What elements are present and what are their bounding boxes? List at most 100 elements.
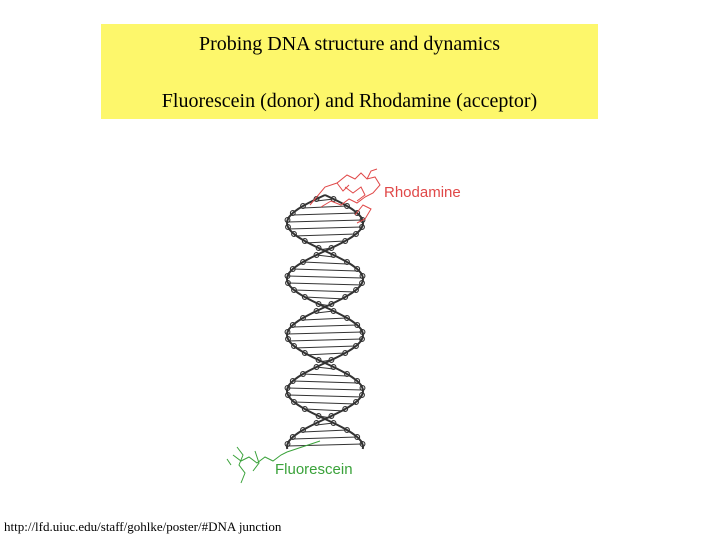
backbone-atom <box>285 336 291 342</box>
base-pair <box>287 394 363 398</box>
base-pair <box>287 387 363 391</box>
backbone-atom <box>284 329 291 335</box>
backbone-atom <box>354 266 361 272</box>
base-pair <box>304 296 346 300</box>
backbone-atom <box>315 245 322 251</box>
backbone-atom <box>289 210 296 216</box>
backbone-atom <box>289 322 296 328</box>
base-pair <box>287 331 363 335</box>
backbone-atom <box>284 217 291 223</box>
backbone-atom <box>354 378 361 384</box>
backbone-atom <box>353 399 359 405</box>
backbone-atom <box>359 224 365 230</box>
base-pair <box>287 219 363 223</box>
backbone-atom <box>353 231 359 237</box>
backbone-atom <box>313 308 320 314</box>
base-pair <box>302 317 348 321</box>
backbone-atom <box>354 322 361 328</box>
base-pair <box>287 275 363 279</box>
backbone-atom <box>285 224 291 230</box>
title-box: Probing DNA structure and dynamics Fluor… <box>101 24 598 119</box>
fluorescein-molecule <box>226 440 321 484</box>
backbone-atom <box>301 238 308 244</box>
dna-helix-diagram <box>226 168 381 484</box>
backbone-atom <box>301 406 308 412</box>
backbone-atom <box>344 203 350 209</box>
backbone-atom <box>289 378 296 384</box>
backbone-atom <box>315 413 322 419</box>
backbone-atom <box>291 399 297 405</box>
backbone-atom <box>330 196 337 202</box>
base-pair <box>302 373 348 377</box>
backbone-atom <box>344 259 350 265</box>
base-pair <box>293 345 357 349</box>
backbone-atom <box>300 203 306 209</box>
base-pair <box>302 261 348 265</box>
base-pair <box>304 352 346 356</box>
backbone-atom <box>313 420 320 426</box>
source-link[interactable]: http://lfd.uiuc.edu/staff/gohlke/poster/… <box>4 519 282 534</box>
base-pair <box>293 289 357 293</box>
backbone-atom <box>284 273 291 279</box>
backbone-atom <box>359 280 365 286</box>
base-pair <box>287 226 363 230</box>
base-pair <box>304 240 346 244</box>
rhodamine-label: Rhodamine <box>384 184 461 201</box>
backbone-atom <box>344 427 350 433</box>
backbone-atom <box>328 357 335 363</box>
base-pair <box>292 436 358 440</box>
backbone-atom <box>342 238 349 244</box>
backbone-atom <box>289 434 296 440</box>
backbone-atom <box>359 217 366 223</box>
base-pair <box>292 380 358 384</box>
backbone-strand <box>285 194 365 450</box>
backbone-atom <box>359 329 366 335</box>
backbone-atom <box>330 420 337 426</box>
fluorescein-label: Fluorescein <box>275 461 353 478</box>
backbone-atom <box>301 294 308 300</box>
backbone-atom <box>328 301 335 307</box>
backbone-atom <box>300 259 306 265</box>
base-pair <box>302 205 348 209</box>
backbone-atom <box>328 413 335 419</box>
base-pair <box>302 429 348 433</box>
base-pair <box>293 401 357 405</box>
backbone-atom <box>342 294 349 300</box>
backbone-atom <box>359 336 365 342</box>
backbone-atom <box>284 441 291 447</box>
backbone-atom <box>330 252 337 258</box>
rhodamine-molecule <box>309 168 381 224</box>
base-pair <box>287 282 363 286</box>
backbone-atom <box>300 371 306 377</box>
backbone-atom <box>344 371 350 377</box>
backbone-atom <box>313 364 320 370</box>
slide-subtitle: Fluorescein (donor) and Rhodamine (accep… <box>161 90 538 112</box>
base-pair <box>293 233 357 237</box>
base-pair <box>292 268 358 272</box>
backbone-atom <box>291 287 297 293</box>
backbone-atom <box>291 343 297 349</box>
base-pair <box>287 338 363 342</box>
dna-helix <box>284 194 366 450</box>
backbone-atom <box>289 266 296 272</box>
backbone-atom <box>315 301 322 307</box>
backbone-atom <box>354 210 361 216</box>
backbone-atom <box>315 357 322 363</box>
backbone-atom <box>354 434 361 440</box>
backbone-atom <box>284 385 291 391</box>
base-pair <box>287 443 363 447</box>
backbone-atom <box>301 350 308 356</box>
backbone-atom <box>330 308 337 314</box>
backbone-atom <box>291 231 297 237</box>
backbone-atom <box>330 364 337 370</box>
backbone-atom <box>285 280 291 286</box>
backbone-atom <box>328 245 335 251</box>
backbone-atom <box>313 252 320 258</box>
base-pair <box>304 408 346 412</box>
backbone-atom <box>342 350 349 356</box>
backbone-atom <box>285 392 291 398</box>
slide-title: Probing DNA structure and dynamics <box>198 33 501 55</box>
backbone-atom <box>359 385 366 391</box>
base-pair <box>292 324 358 328</box>
backbone-strand <box>285 194 365 450</box>
